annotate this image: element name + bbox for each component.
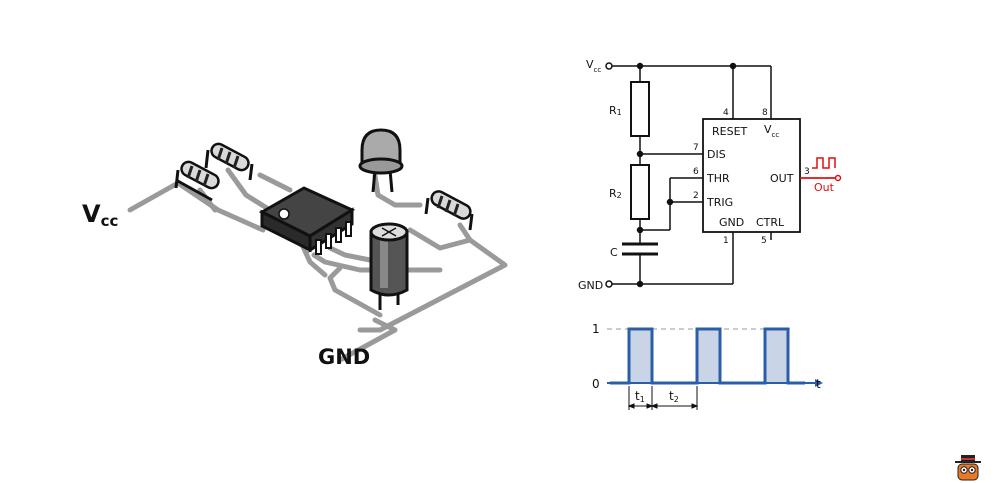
- resistor-r2: [630, 164, 650, 220]
- level-low-label: 0: [592, 377, 600, 391]
- capacitor-icon: [369, 222, 409, 310]
- t2-label: t2: [669, 389, 679, 404]
- schematic-vcc-label: Vcc: [586, 58, 601, 74]
- timing-diagram: 1 0 t t1 t2: [592, 322, 823, 410]
- led-icon: [358, 128, 404, 193]
- r1-label: R1: [609, 104, 622, 117]
- square-wave-icon: [812, 157, 836, 169]
- resistor-icon: [174, 160, 220, 202]
- schematic-labels: Vcc GND R1 R2 C RESET Vcc DIS THR TRIG O…: [578, 58, 835, 292]
- pin-out-label: OUT: [770, 172, 794, 185]
- schematic-gnd-label: GND: [578, 279, 603, 292]
- pin-number-5: 5: [761, 236, 767, 246]
- resistor-icon: [424, 190, 474, 231]
- resistor-icon: [204, 142, 254, 181]
- pulse-waveform: [610, 327, 805, 385]
- pin-trig-label: TRIG: [706, 196, 733, 209]
- ic-chip-icon: [258, 186, 356, 255]
- pin-number-1: 1: [723, 236, 729, 246]
- level-high-label: 1: [592, 322, 600, 336]
- r2-label: R2: [609, 187, 622, 200]
- pin-ctrl-label: CTRL: [756, 216, 785, 229]
- time-axis-label: t: [816, 377, 821, 391]
- resistor-r1: [630, 81, 650, 137]
- breadboard-illustration: Vcc GND: [82, 128, 508, 369]
- pin-number-4: 4: [723, 108, 729, 118]
- pin-number-6: 6: [693, 167, 699, 177]
- t1-label: t1: [635, 389, 645, 404]
- gnd-label: GND: [318, 345, 370, 369]
- pin-number-3: 3: [804, 167, 810, 177]
- schematic: [605, 62, 842, 288]
- pin-reset-label: RESET: [712, 125, 748, 138]
- pin-number-2: 2: [693, 191, 699, 201]
- vcc-label: Vcc: [82, 200, 118, 230]
- wizard-hat-face-icon: [955, 455, 981, 481]
- ic-555-body: [702, 118, 801, 233]
- out-label: Out: [814, 181, 835, 194]
- c-label: C: [610, 246, 618, 259]
- pulse-fills: [629, 329, 788, 383]
- pin-thr-label: THR: [706, 172, 730, 185]
- pin-number-8: 8: [762, 108, 768, 118]
- pin-number-7: 7: [693, 143, 699, 153]
- pin-gnd-label: GND: [719, 216, 744, 229]
- pin-vcc-label: Vcc: [764, 123, 779, 139]
- pin-dis-label: DIS: [707, 148, 726, 161]
